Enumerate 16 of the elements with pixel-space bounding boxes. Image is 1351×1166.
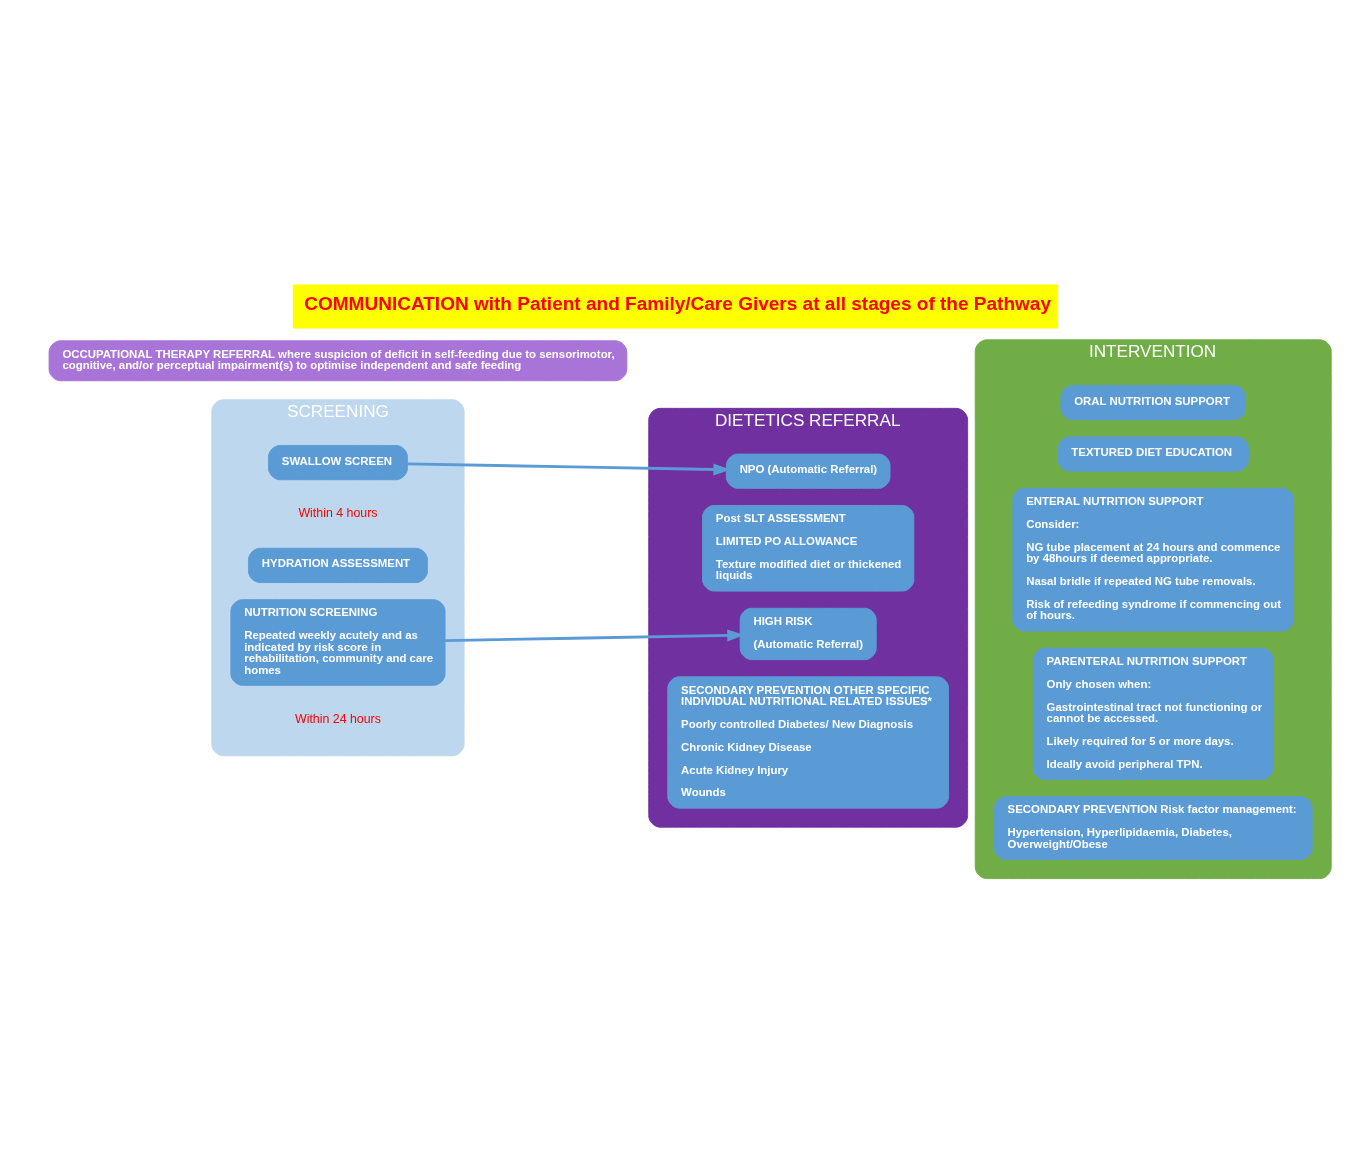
node-box: SECONDARY PREVENTION OTHER SPECIFIC INDIVIDUAL NUTRITIONAL RELATED ISSUES* Poorly controlled Diabetes/ New Diagnosis Chronic Kidney Disease Acute Kidney Injury Wounds [667, 675, 950, 809]
node-box: PARENTERAL NUTRITION SUPPORT Only chosen when: Gastrointestinal tract not functioning or cannot be accessed. Likely required for 5 or more days. Ideally avoid peripheral TPN. [1032, 647, 1274, 780]
node-box: ENTERAL NUTRITION SUPPORT Consider: NG tube placement at 24 hours and commence by 48hours if deemed appropriate. Nasal bridle if repeated NG tube removals. Risk of refeeding syndrome if commencing out of hours. [1012, 487, 1295, 632]
node-box: Post SLT ASSESSMENT LIMITED PO ALLOWANCE Texture modified diet or thickened liquids [702, 504, 915, 592]
node-box: TEXTURED DIET EDUCATION [1057, 435, 1249, 472]
node-box: HYDRATION ASSESSMENT [248, 547, 428, 583]
node-box: OCCUPATIONAL THERAPY REFERRAL where suspicion of deficit in self-feeding due to sensorimotor, cognitive, and/or perceptual impairment(s) to optimise independent and safe feeding [48, 339, 628, 381]
diagram-title: COMMUNICATION with Patient and Family/Care Givers at all stages of the Pathway [304, 292, 1051, 314]
node-box: ORAL NUTRITION SUPPORT [1060, 384, 1247, 420]
node-label: Within 24 hours [295, 711, 381, 726]
node-box: SWALLOW SCREEN [268, 444, 408, 480]
node-label: Within 4 hours [298, 505, 378, 520]
node-box: HIGH RISK (Automatic Referral) [739, 607, 877, 660]
node-box: NUTRITION SCREENING Repeated weekly acutely and as indicated by risk score in rehabilitation, community and care homes [230, 598, 446, 686]
node-box: SECONDARY PREVENTION Risk factor management: Hypertension, Hyperlipidaemia, Diabetes, Overweight/Obese [993, 795, 1313, 860]
node-box: NPO (Automatic Referral) [725, 453, 891, 489]
